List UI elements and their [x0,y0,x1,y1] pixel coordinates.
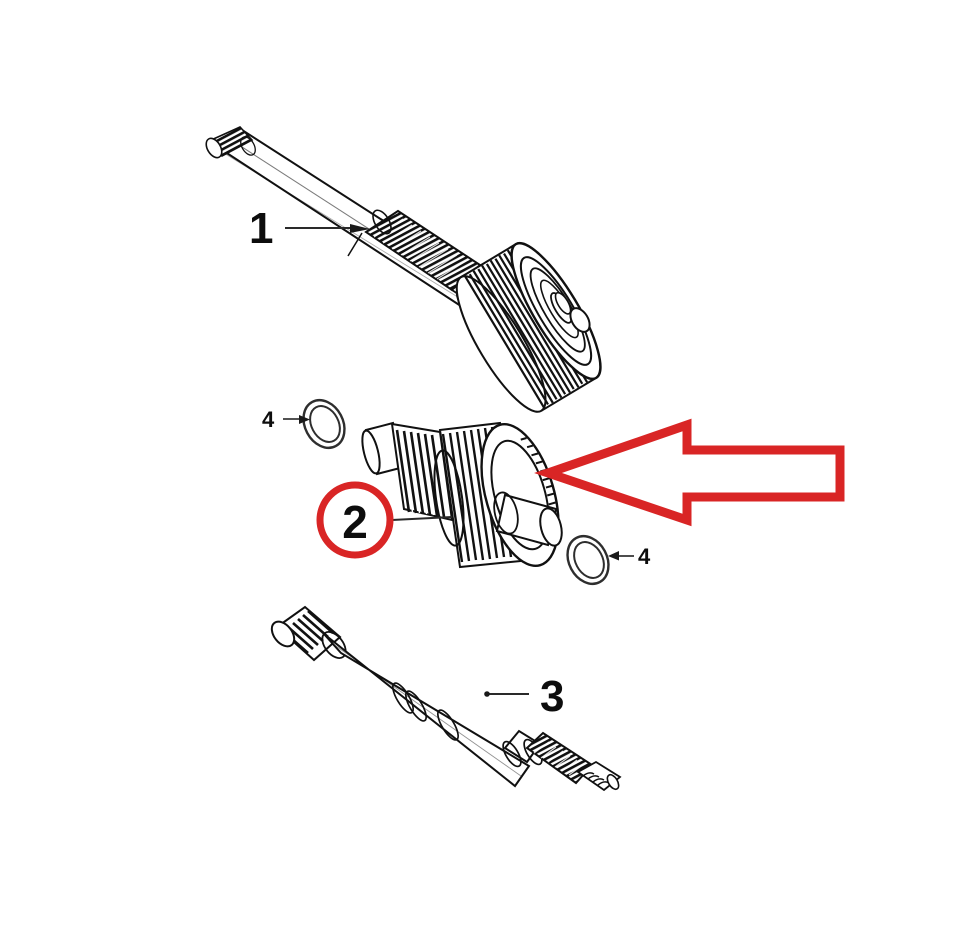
part-3-collar [502,729,543,768]
callout-4-upper-group: 4 [262,407,310,432]
callout-2-label: 2 [342,496,368,548]
red-pointer-arrow [534,418,845,527]
callout-2-leader [391,515,453,522]
callout-3-group: 3 [484,672,564,721]
part-1-splined-section [364,209,482,292]
part-1-mid-step [347,232,363,257]
part-3-threaded-tip [576,760,622,792]
part-1-splined-tip [205,126,256,159]
part-2-pinion-splines [390,422,454,522]
part-3-output-shaft [270,605,622,792]
callout-1-leader-tip [350,224,370,233]
part-2-helical-gear [433,421,563,569]
callout-4-lower-leader-tip [608,551,619,561]
callout-3-label: 3 [540,672,564,721]
part-1-input-shaft-assembly [205,126,602,413]
part-4-thrust-washer-upper [302,398,346,450]
part-1-large-gear [455,241,602,413]
callout-1-group: 1 [249,204,370,253]
callout-4-lower-label: 4 [638,544,651,569]
part-2-journal-stub [493,491,563,547]
callout-4-lower-group: 4 [608,544,651,569]
part-4-thrust-washer-lower [566,534,610,586]
callout-4-upper-leader-tip [299,415,310,424]
callout-4-upper-label: 4 [262,407,275,432]
red-highlight-circle [316,481,394,559]
callout-3-leader-tip [484,691,490,697]
part-3-gear-head [270,605,347,662]
part-3-shaft-body [323,633,531,788]
part-2-counter-gear-assembly [361,421,563,569]
callout-2-group: 2 [316,481,453,559]
callout-1-label: 1 [249,204,273,253]
